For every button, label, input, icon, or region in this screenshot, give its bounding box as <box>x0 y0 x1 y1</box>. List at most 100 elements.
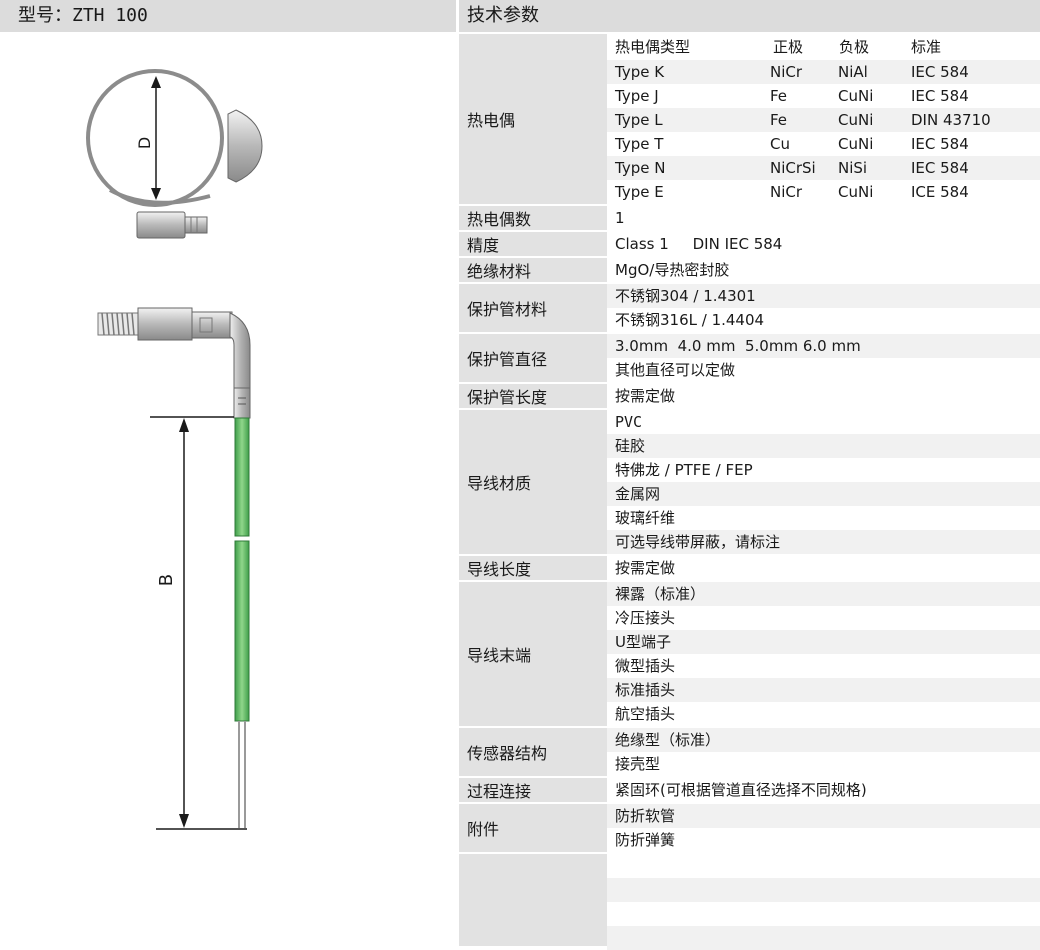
row-value: 不锈钢304 / 1.4301 <box>607 284 1040 308</box>
row-label: 精度 <box>459 232 607 256</box>
row-label: 热电偶数 <box>459 206 607 230</box>
spec-row-lead-length: 导线长度 按需定做 <box>459 556 1040 582</box>
spec-row-tube-length: 保护管长度 按需定做 <box>459 384 1040 410</box>
spec-row-thermocouple-count: 热电偶数 1 <box>459 206 1040 232</box>
row-value: 可选导线带屏蔽，请标注 <box>607 530 1040 554</box>
tc-positive: Fe <box>770 87 788 105</box>
row-label: 附件 <box>459 804 607 852</box>
row-value: 防折软管 <box>607 804 1040 828</box>
lead-wire-lower <box>234 540 250 722</box>
clamp-tab <box>227 109 263 183</box>
dimension-b-label: B <box>156 574 177 586</box>
row-label: 导线长度 <box>459 556 607 580</box>
row-value: U型端子 <box>607 630 1040 654</box>
row-value: 按需定做 <box>607 384 1040 408</box>
table-header-row: 热电偶类型 正极 负极 标准 <box>607 34 1040 60</box>
row-label: 热电偶 <box>459 34 607 204</box>
row-value: 冷压接头 <box>607 606 1040 630</box>
tc-positive: Fe <box>770 111 788 129</box>
row-value: 绝缘型（标准） <box>607 728 1040 752</box>
tc-negative: CuNi <box>838 183 874 201</box>
row-value: 标准插头 <box>607 678 1040 702</box>
row-value: PVC <box>607 410 1040 434</box>
tc-type: Type J <box>615 87 659 105</box>
row-label: 保护管材料 <box>459 284 607 332</box>
clamp-top-view: D <box>86 69 263 239</box>
row-value: 3.0mm 4.0 mm 5.0mm 6.0 mm <box>607 334 1040 358</box>
dimension-d-label: D <box>135 137 154 149</box>
tc-type: Type N <box>615 159 666 177</box>
spec-row-process-connection: 过程连接 紧固环(可根据管道直径选择不同规格) <box>459 778 1040 804</box>
row-value: MgO/导热密封胶 <box>607 258 1040 282</box>
protection-tube-bend <box>229 312 251 391</box>
spec-row-lead-termination: 导线末端 裸露（标准） 冷压接头 U型端子 微型插头 标准插头 航空插头 <box>459 582 1040 728</box>
row-label: 导线材质 <box>459 410 607 554</box>
row-value: 硅胶 <box>607 434 1040 458</box>
col-header-negative: 负极 <box>839 38 870 56</box>
sensor-drawing: D B <box>86 69 263 830</box>
row-label: 绝缘材料 <box>459 258 607 282</box>
tc-positive: NiCrSi <box>770 159 816 177</box>
tc-positive: Cu <box>770 135 790 153</box>
row-value: 1 <box>607 206 1040 230</box>
model-label: 型号：ZTH 100 <box>18 5 148 26</box>
row-label: 过程连接 <box>459 778 607 802</box>
thermocouple-type-row: Type N NiCrSi NiSi IEC 584 <box>607 156 1040 180</box>
row-value: 防折弹簧 <box>607 828 1040 852</box>
model-header: 型号：ZTH 100 <box>0 0 456 32</box>
tc-type: Type T <box>615 135 664 153</box>
tc-standard: ICE 584 <box>911 183 969 201</box>
empty-label-cell <box>459 854 607 946</box>
row-label: 保护管长度 <box>459 384 607 408</box>
empty-row <box>459 854 1040 950</box>
row-value: 其他直径可以定做 <box>607 358 1040 382</box>
tc-negative: NiSi <box>838 159 868 177</box>
clamp-body <box>137 307 193 341</box>
col-header-type: 热电偶类型 <box>615 38 691 56</box>
spec-title: 技术参数 <box>467 5 539 26</box>
tc-negative: CuNi <box>838 87 874 105</box>
clamp-screw <box>184 216 208 234</box>
tc-standard: IEC 584 <box>911 63 969 81</box>
row-value: 接壳型 <box>607 752 1040 776</box>
row-label: 保护管直径 <box>459 334 607 382</box>
row-label: 传感器结构 <box>459 728 607 776</box>
col-header-standard: 标准 <box>911 38 942 56</box>
spec-row-accuracy: 精度 Class 1 DIN IEC 584 <box>459 232 1040 258</box>
lead-wire-upper <box>234 417 250 537</box>
spec-row-tube-diameter: 保护管直径 3.0mm 4.0 mm 5.0mm 6.0 mm 其他直径可以定做 <box>459 334 1040 384</box>
row-value: 裸露（标准） <box>607 582 1040 606</box>
row-label: 导线末端 <box>459 582 607 726</box>
tc-negative: CuNi <box>838 111 874 129</box>
tc-type: Type K <box>615 63 665 81</box>
thermocouple-type-row: Type K NiCr NiAl IEC 584 <box>607 60 1040 84</box>
tc-standard: DIN 43710 <box>911 111 991 129</box>
tc-positive: NiCr <box>770 183 803 201</box>
tc-standard: IEC 584 <box>911 159 969 177</box>
spec-row-lead-material: 导线材质 PVC 硅胶 特佛龙 / PTFE / FEP 金属网 玻璃纤维 可选… <box>459 410 1040 556</box>
row-value: 按需定做 <box>607 556 1040 580</box>
tc-standard: IEC 584 <box>911 135 969 153</box>
row-value: Class 1 DIN IEC 584 <box>607 232 1040 256</box>
tc-negative: NiAl <box>838 63 868 81</box>
spec-row-insulation: 绝缘材料 MgO/导热密封胶 <box>459 258 1040 284</box>
clamp-ring <box>86 69 224 207</box>
row-value: 金属网 <box>607 482 1040 506</box>
row-value: 航空插头 <box>607 702 1040 726</box>
tc-type: Type L <box>615 111 663 129</box>
clamp-screw-housing <box>136 211 186 239</box>
sensor-side-view: B <box>97 307 251 830</box>
thermocouple-type-row: Type L Fe CuNi DIN 43710 <box>607 108 1040 132</box>
row-value: 微型插头 <box>607 654 1040 678</box>
row-value: 玻璃纤维 <box>607 506 1040 530</box>
spec-row-accessories: 附件 防折软管 防折弹簧 <box>459 804 1040 854</box>
row-value: 不锈钢316L / 1.4404 <box>607 308 1040 332</box>
tc-positive: NiCr <box>770 63 803 81</box>
row-value: 紧固环(可根据管道直径选择不同规格) <box>607 778 1040 802</box>
spec-row-tube-material: 保护管材料 不锈钢304 / 1.4301 不锈钢316L / 1.4404 <box>459 284 1040 334</box>
col-header-positive: 正极 <box>773 38 804 56</box>
